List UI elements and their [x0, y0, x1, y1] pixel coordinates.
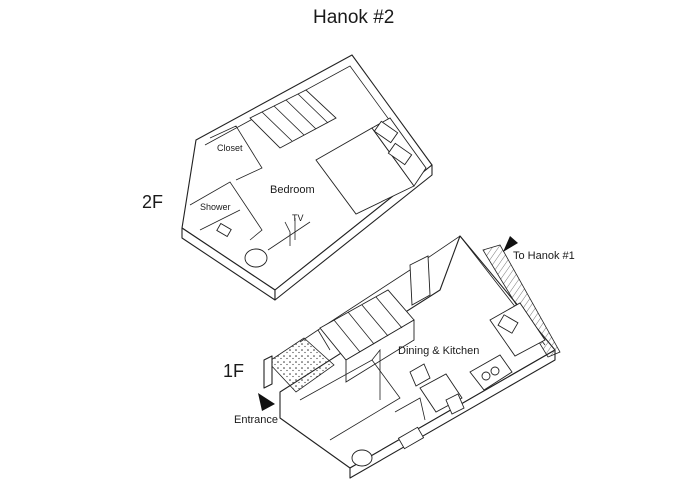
2f-partition	[267, 221, 311, 251]
marker-label-to-hanok-1: To Hanok #1	[513, 250, 575, 262]
diagram-title: Hanok #2	[313, 7, 395, 28]
floor-label-2f: 2F	[142, 192, 164, 212]
marker-label-entrance: Entrance	[234, 414, 279, 426]
tv-panel	[284, 221, 291, 246]
room-label-closet: Closet	[217, 143, 243, 153]
kitchen-counter	[469, 302, 546, 391]
closet-partition	[209, 125, 263, 181]
entrance-vestibule	[267, 337, 335, 393]
2f-slab-edge-right	[274, 164, 433, 301]
2f-bathroom	[189, 181, 268, 268]
bed	[315, 117, 427, 215]
first-floor-plan	[263, 235, 561, 479]
2f-toilet	[244, 248, 268, 268]
room-label-dining-kitchen: Dining & Kitchen	[398, 345, 480, 357]
1f-sink	[397, 426, 425, 450]
1f-back-wall	[317, 235, 546, 346]
1f-partition	[299, 359, 401, 441]
1f-toilet	[351, 449, 373, 467]
2f-stairs	[249, 89, 337, 149]
room-label-bedroom: Bedroom	[270, 184, 315, 196]
entrance-arrow-icon	[258, 393, 275, 411]
dining-table	[409, 363, 465, 415]
room-label-tv: TV	[292, 213, 304, 223]
floor-label-1f: 1F	[223, 361, 245, 381]
entrance-door-slab	[263, 355, 273, 389]
second-floor-plan	[181, 54, 433, 301]
to-hanok-1-arrow-icon	[503, 236, 518, 252]
room-label-shower: Shower	[200, 202, 231, 212]
